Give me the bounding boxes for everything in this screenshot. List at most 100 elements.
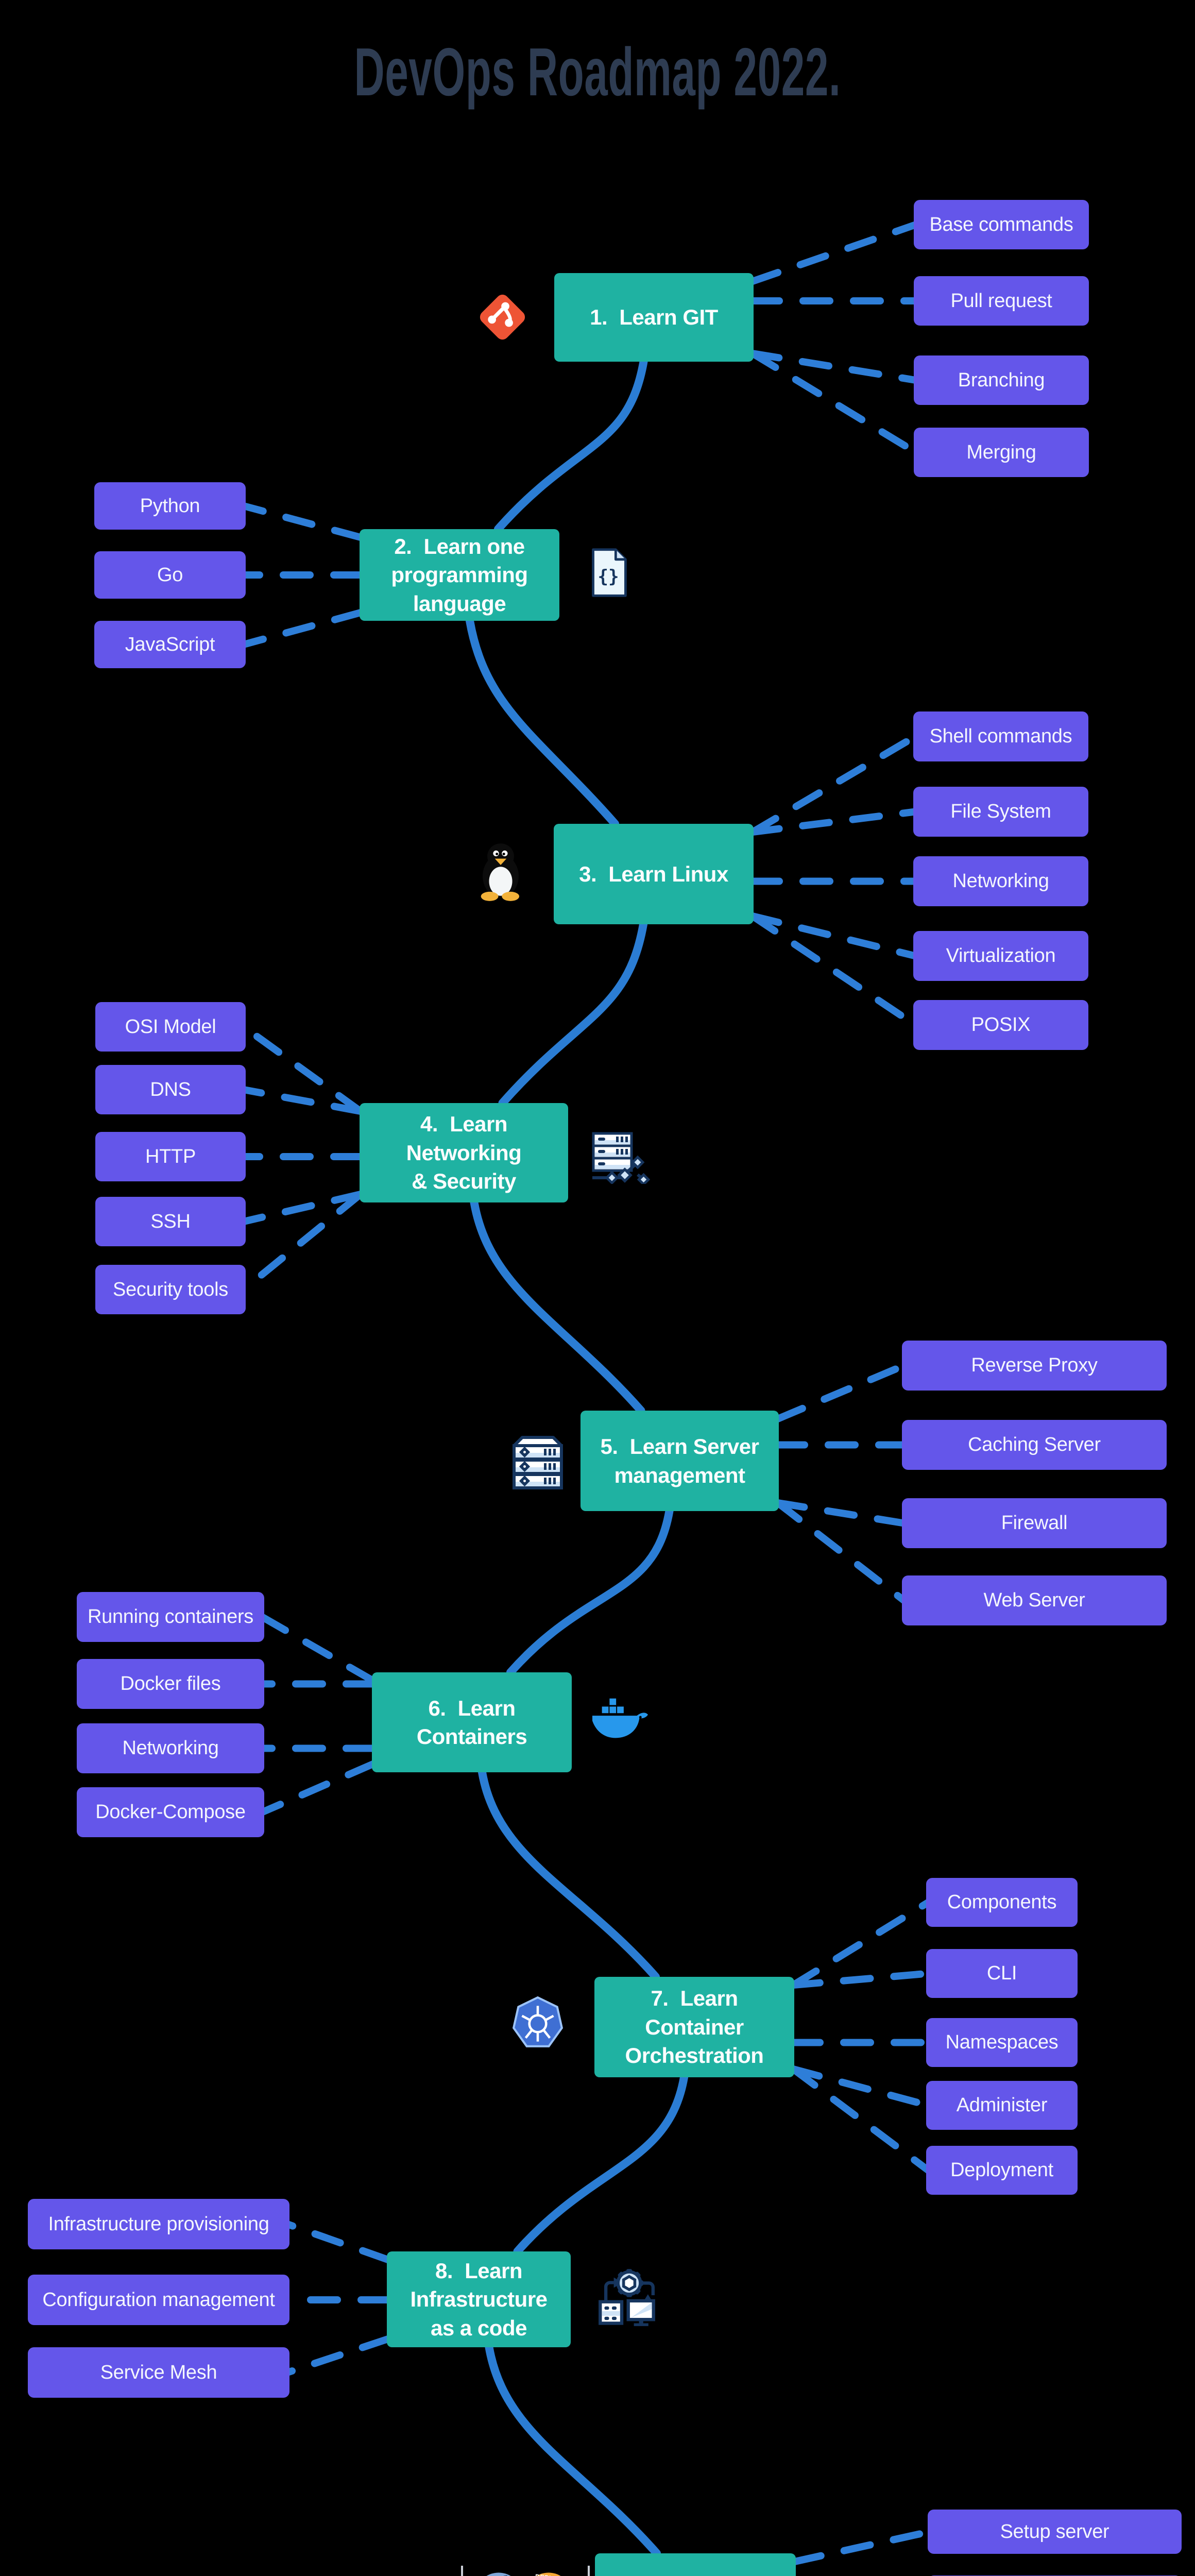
connector-dash bbox=[284, 2221, 391, 2263]
leaf-virtualization: Virtualization bbox=[913, 931, 1088, 981]
leaf-label: Deployment bbox=[950, 2159, 1053, 2181]
connector-curve bbox=[470, 1198, 645, 1415]
leaf-label: DNS bbox=[150, 1078, 191, 1100]
leaf-label: Running containers bbox=[87, 1606, 254, 1628]
leaf-label: Docker files bbox=[120, 1673, 221, 1694]
connector-dash bbox=[240, 1191, 364, 1225]
node-learn-container-orchestration: 7.Learn Container Orchestration bbox=[594, 1977, 794, 2077]
connector-dash bbox=[240, 609, 364, 648]
connector-dash bbox=[790, 1899, 932, 1989]
leaf-label: Networking bbox=[122, 1737, 219, 1759]
code-braces-glyph: {} bbox=[598, 567, 619, 587]
connector-curve bbox=[498, 920, 647, 1107]
leaf-label: Docker-Compose bbox=[95, 1801, 246, 1823]
connector-curve bbox=[466, 617, 619, 828]
leaf-label: Service Mesh bbox=[100, 2361, 217, 2383]
node-number: 3. bbox=[579, 861, 597, 886]
connector-dash bbox=[284, 2335, 391, 2376]
connector-dash bbox=[259, 1760, 377, 1816]
leaf-namespaces: Namespaces bbox=[926, 2018, 1078, 2067]
leaf-security-tools: Security tools bbox=[95, 1265, 246, 1314]
node-label: Learn Containers bbox=[416, 1696, 527, 1749]
connector-dash bbox=[790, 2065, 932, 2109]
leaf-label: Reverse Proxy bbox=[971, 1354, 1098, 1376]
leaf-osi-model: OSI Model bbox=[95, 1002, 246, 1052]
leaf-label: Virtualization bbox=[946, 945, 1056, 967]
leaf-setup-server: Setup server bbox=[928, 2510, 1182, 2554]
node-label: Learn Server management bbox=[614, 1434, 759, 1487]
connector-dash bbox=[749, 912, 919, 1029]
leaf-posix: POSIX bbox=[913, 1000, 1088, 1050]
leaf-base-commands: Base commands bbox=[914, 200, 1089, 249]
network-servers-icon bbox=[590, 1129, 650, 1184]
leaf-service-mesh: Service Mesh bbox=[28, 2347, 289, 2398]
leaf-label: CLI bbox=[986, 1962, 1017, 1984]
connector-dash bbox=[790, 2065, 932, 2174]
connector-dash bbox=[240, 502, 364, 541]
leaf-docker-files: Docker files bbox=[77, 1659, 264, 1709]
cicd-label: DEPLOY bbox=[535, 2572, 563, 2576]
leaf-label: Python bbox=[140, 495, 200, 517]
leaf-label: File System bbox=[950, 801, 1051, 822]
leaf-networking: Networking bbox=[77, 1723, 264, 1773]
leaf-label: Infrastructure provisioning bbox=[48, 2213, 269, 2235]
node-label: Learn Infrastructure as a code bbox=[410, 2258, 548, 2340]
page-title: DevOps Roadmap 2022. bbox=[354, 34, 841, 110]
docker-whale-icon bbox=[591, 1696, 649, 1743]
node-learn-networking-security: 4.Learn Networking & Security bbox=[360, 1103, 568, 1202]
leaf-label: Shell commands bbox=[929, 725, 1072, 747]
leaf-administer: Administer bbox=[926, 2081, 1078, 2130]
leaf-label: JavaScript bbox=[125, 633, 215, 655]
leaf-http: HTTP bbox=[95, 1132, 246, 1181]
node-number: 1. bbox=[590, 305, 608, 330]
connector-curve bbox=[478, 1768, 660, 1981]
connector-dash bbox=[774, 1499, 908, 1527]
leaf-python: Python bbox=[94, 482, 246, 530]
leaf-cli: CLI bbox=[926, 1949, 1078, 1998]
leaf-label: Pull request bbox=[950, 290, 1052, 312]
leaf-file-system: File System bbox=[913, 787, 1088, 837]
leaf-label: Administer bbox=[956, 2094, 1048, 2116]
leaf-label: Caching Server bbox=[968, 1434, 1101, 1455]
connector-dash bbox=[749, 808, 919, 836]
connector-dash bbox=[749, 221, 919, 285]
node-learn-server-management: 5.Learn Server management bbox=[581, 1411, 779, 1511]
server-stack-icon bbox=[509, 1433, 567, 1490]
leaf-label: Branching bbox=[958, 369, 1045, 391]
leaf-branching: Branching bbox=[914, 355, 1089, 405]
leaf-label: Networking bbox=[952, 870, 1049, 892]
leaf-shell-commands: Shell commands bbox=[913, 711, 1088, 761]
node-number: 5. bbox=[600, 1434, 619, 1459]
leaf-label: OSI Model bbox=[125, 1015, 216, 1038]
connector-curve bbox=[485, 2343, 661, 2557]
node-label: Learn Networking & Security bbox=[406, 1112, 522, 1194]
iac-gear-icon bbox=[596, 2264, 657, 2326]
leaf-label: POSIX bbox=[971, 1014, 1031, 1036]
cicd-infinity-icon: CODE PLAN BUILD TEST DEPLOY RELEASE OPER… bbox=[460, 2561, 591, 2576]
leaf-label: Go bbox=[157, 564, 183, 586]
connector-dash bbox=[790, 1970, 932, 1989]
leaf-label: Firewall bbox=[1001, 1512, 1068, 1534]
leaf-merging: Merging bbox=[914, 428, 1089, 477]
leaf-label: Merging bbox=[966, 441, 1036, 463]
node-learn-ci-cd: 9.Learn CI/CD bbox=[595, 2553, 796, 2576]
node-number: 2. bbox=[394, 534, 412, 558]
node-learn-one-programming-language: 2.Learn one programming language bbox=[360, 529, 559, 621]
linux-tux-icon bbox=[470, 838, 532, 902]
leaf-deployment: Deployment bbox=[926, 2146, 1078, 2195]
connector-dash bbox=[240, 1191, 364, 1293]
leaf-pull-request: Pull request bbox=[914, 276, 1089, 326]
leaf-label: Base commands bbox=[929, 213, 1073, 235]
leaf-running-containers: Running containers bbox=[77, 1592, 264, 1642]
node-number: 8. bbox=[435, 2258, 453, 2283]
leaf-caching-server: Caching Server bbox=[902, 1420, 1167, 1470]
connector-curve bbox=[494, 358, 648, 533]
git-icon bbox=[473, 287, 532, 347]
leaf-dns: DNS bbox=[95, 1065, 246, 1114]
leaf-reverse-proxy: Reverse Proxy bbox=[902, 1341, 1167, 1391]
leaf-web-server: Web Server bbox=[902, 1575, 1167, 1625]
connector-curve bbox=[513, 2073, 688, 2256]
connector-dash bbox=[774, 1362, 908, 1422]
node-number: 4. bbox=[420, 1112, 438, 1137]
